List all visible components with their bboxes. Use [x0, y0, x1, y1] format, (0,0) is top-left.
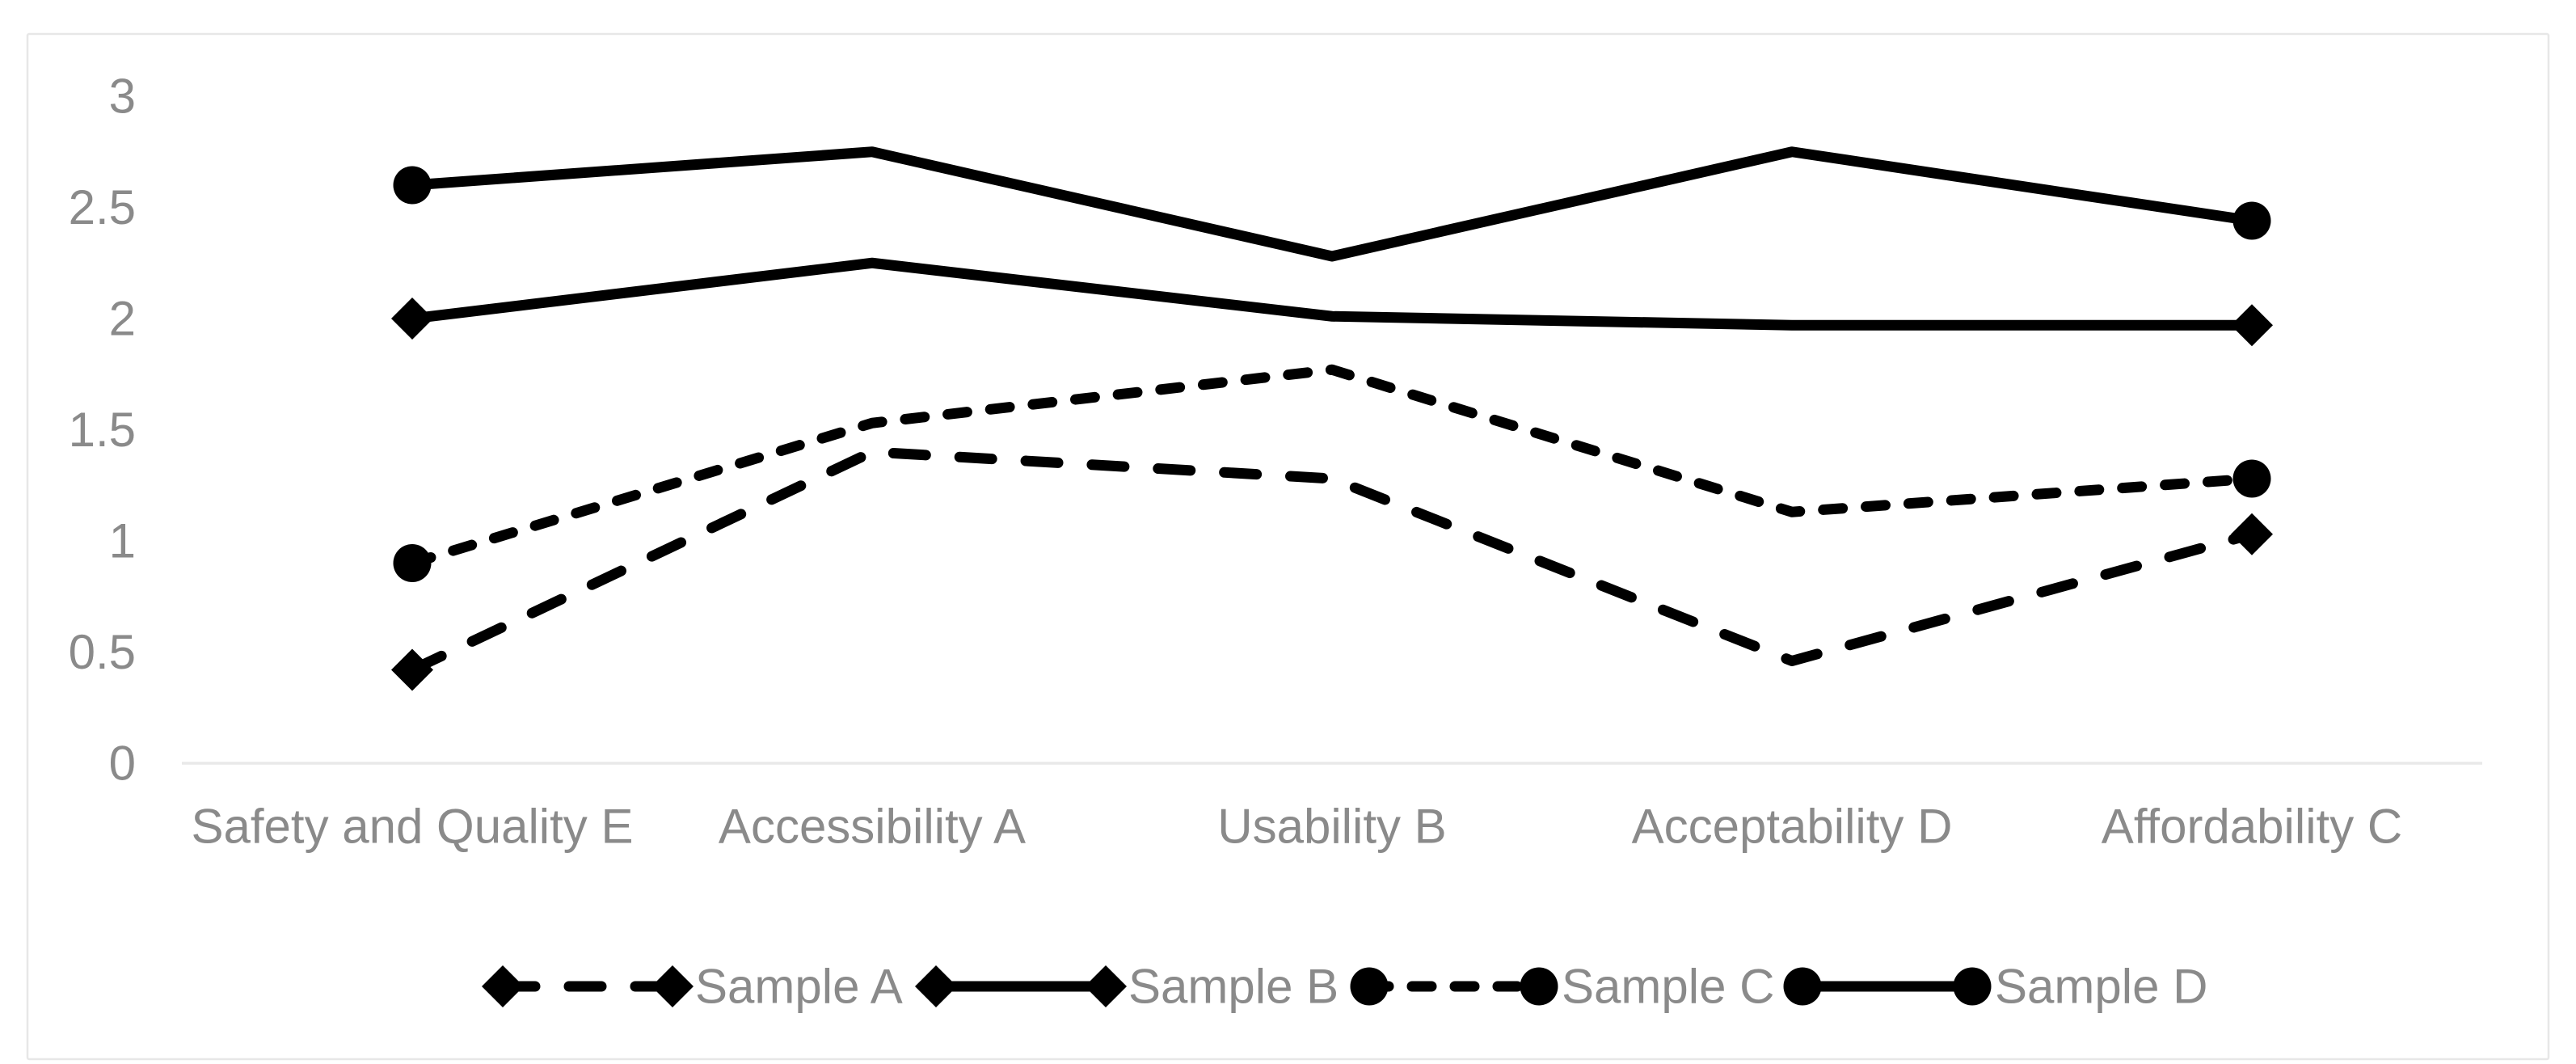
- series-sample-d-circle-marker: [2232, 201, 2271, 240]
- legend-item-sample-a-diamond-marker: [651, 965, 694, 1007]
- chart-border: [26, 32, 2550, 1061]
- y-tick-label: 1.5: [69, 403, 136, 457]
- x-category-label-affordability-c: Affordability C: [2102, 800, 2402, 854]
- series-sample-b-diamond-marker: [2231, 304, 2273, 347]
- y-tick-label: 0: [109, 737, 136, 791]
- series-sample-c-circle-marker: [393, 544, 432, 582]
- legend-item-sample-a-diamond-marker: [482, 965, 524, 1007]
- series-sample-d-line: [407, 146, 2258, 262]
- series-sample-a-diamond-marker: [2231, 513, 2273, 555]
- legend-item-sample-d: Sample D: [1783, 960, 2207, 1014]
- x-category-label-acceptability-d: Acceptability D: [1632, 800, 1953, 854]
- x-category-label-safety-and-quality-e: Safety and Quality E: [192, 800, 634, 854]
- y-tick-label: 2.5: [69, 180, 136, 234]
- series-sample-c-circle-marker: [2232, 459, 2271, 498]
- series-sample-a-diamond-marker: [391, 648, 433, 691]
- y-tick-label: 0.5: [69, 625, 136, 679]
- y-tick-label: 2: [109, 292, 136, 346]
- legend-item-sample-b-label: Sample B: [1128, 960, 1339, 1014]
- legend-item-sample-b-diamond-marker: [915, 965, 957, 1007]
- legend-item-sample-d-circle-marker: [1783, 967, 1822, 1006]
- y-tick-label: 1: [109, 514, 136, 568]
- legend-item-sample-c-circle-marker: [1520, 967, 1558, 1006]
- legend-item-sample-d-circle-marker: [1953, 967, 1992, 1006]
- legend-item-sample-c-label: Sample C: [1562, 960, 1774, 1014]
- y-tick-label: 3: [109, 70, 136, 124]
- legend-item-sample-a-label: Sample A: [695, 960, 903, 1014]
- series-sample-b-diamond-marker: [391, 298, 433, 340]
- x-category-label-usability-b: Usability B: [1217, 800, 1446, 854]
- legend-item-sample-c: Sample C: [1350, 960, 1774, 1014]
- legend-item-sample-b-diamond-marker: [1085, 965, 1127, 1007]
- x-category-label-accessibility-a: Accessibility A: [719, 800, 1026, 854]
- series-sample-a-line: [407, 446, 2258, 675]
- legend-item-sample-b: Sample B: [915, 960, 1339, 1014]
- series-sample-c-line: [407, 364, 2258, 568]
- legend-item-sample-c-circle-marker: [1350, 967, 1389, 1006]
- legend-item-sample-d-label: Sample D: [1995, 960, 2207, 1014]
- series-sample-b-line: [407, 257, 2258, 331]
- series-sample-d-circle-marker: [393, 166, 432, 205]
- legend-item-sample-a: Sample A: [482, 960, 903, 1014]
